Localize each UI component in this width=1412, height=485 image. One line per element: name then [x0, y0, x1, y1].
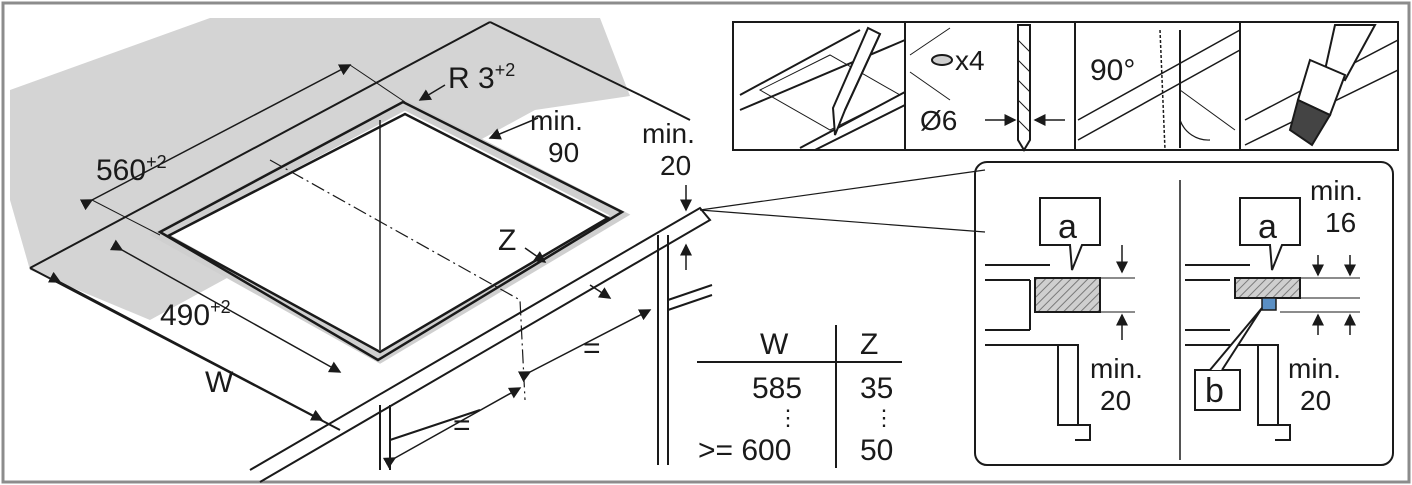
saw-angle: 90° [1090, 54, 1135, 87]
callout-a-left [1039, 197, 1101, 271]
saw-blade-icon [1159, 29, 1166, 151]
table-cell-z-1: 50 [860, 434, 893, 467]
spacer-icon [1261, 297, 1277, 311]
width-label: 490+2 [160, 297, 231, 332]
step-drill-panel [909, 24, 1065, 152]
drill-bit-icon [1017, 24, 1031, 152]
wz-table: W Z 585 35 ⋮ ⋮ >= 600 50 [697, 325, 902, 468]
table-ellipsis-w: ⋮ [777, 405, 799, 430]
step-saw-panel [1077, 29, 1241, 151]
front-min-value: 20 [660, 150, 691, 181]
detail-panel [974, 161, 1394, 466]
left-min-label: min. [1090, 353, 1143, 384]
depth-label: 560+2 [96, 152, 167, 187]
table-ellipsis-z: ⋮ [873, 405, 895, 430]
right-bottom-min-value: 20 [1300, 385, 1331, 416]
worktop-section-right [1234, 277, 1301, 299]
right-bottom-min-label: min. [1288, 353, 1341, 384]
table-header-z: Z [860, 328, 878, 361]
w-label: W [205, 366, 234, 399]
right-top-min-label: min. [1310, 175, 1363, 206]
equal-label-1: = [583, 332, 601, 365]
callout-a-right [1239, 197, 1301, 271]
rear-min-label: min. [530, 105, 583, 136]
worktop-section-left [1034, 277, 1101, 313]
step-panels: x4 Ø6 90° [732, 21, 1399, 152]
label-a-left: a [1058, 208, 1077, 246]
drill-diameter: Ø6 [920, 105, 957, 136]
table-cell-w-1: >= 600 [698, 434, 791, 467]
rear-min-value: 90 [548, 137, 579, 168]
label-b: b [1205, 372, 1224, 410]
z-label: Z [498, 224, 516, 257]
radius-label: R 3+2 [448, 60, 515, 95]
label-a-right: a [1258, 208, 1277, 246]
step-mark-panel [739, 26, 906, 151]
table-header-w: W [760, 328, 789, 361]
drill-count: x4 [955, 45, 985, 76]
callout-b [1194, 369, 1241, 411]
table-cell-w-0: 585 [752, 372, 802, 405]
worktop-drawing [10, 18, 986, 483]
step-seal-panel [1244, 24, 1399, 147]
left-min-value: 20 [1100, 385, 1131, 416]
drill-hole-icon [931, 54, 953, 66]
worktop-front-edge [249, 206, 712, 483]
table-cell-z-0: 35 [860, 372, 893, 405]
equal-label-2: = [453, 409, 471, 442]
front-min-label: min. [642, 118, 695, 149]
right-top-min-value: 16 [1325, 207, 1356, 238]
